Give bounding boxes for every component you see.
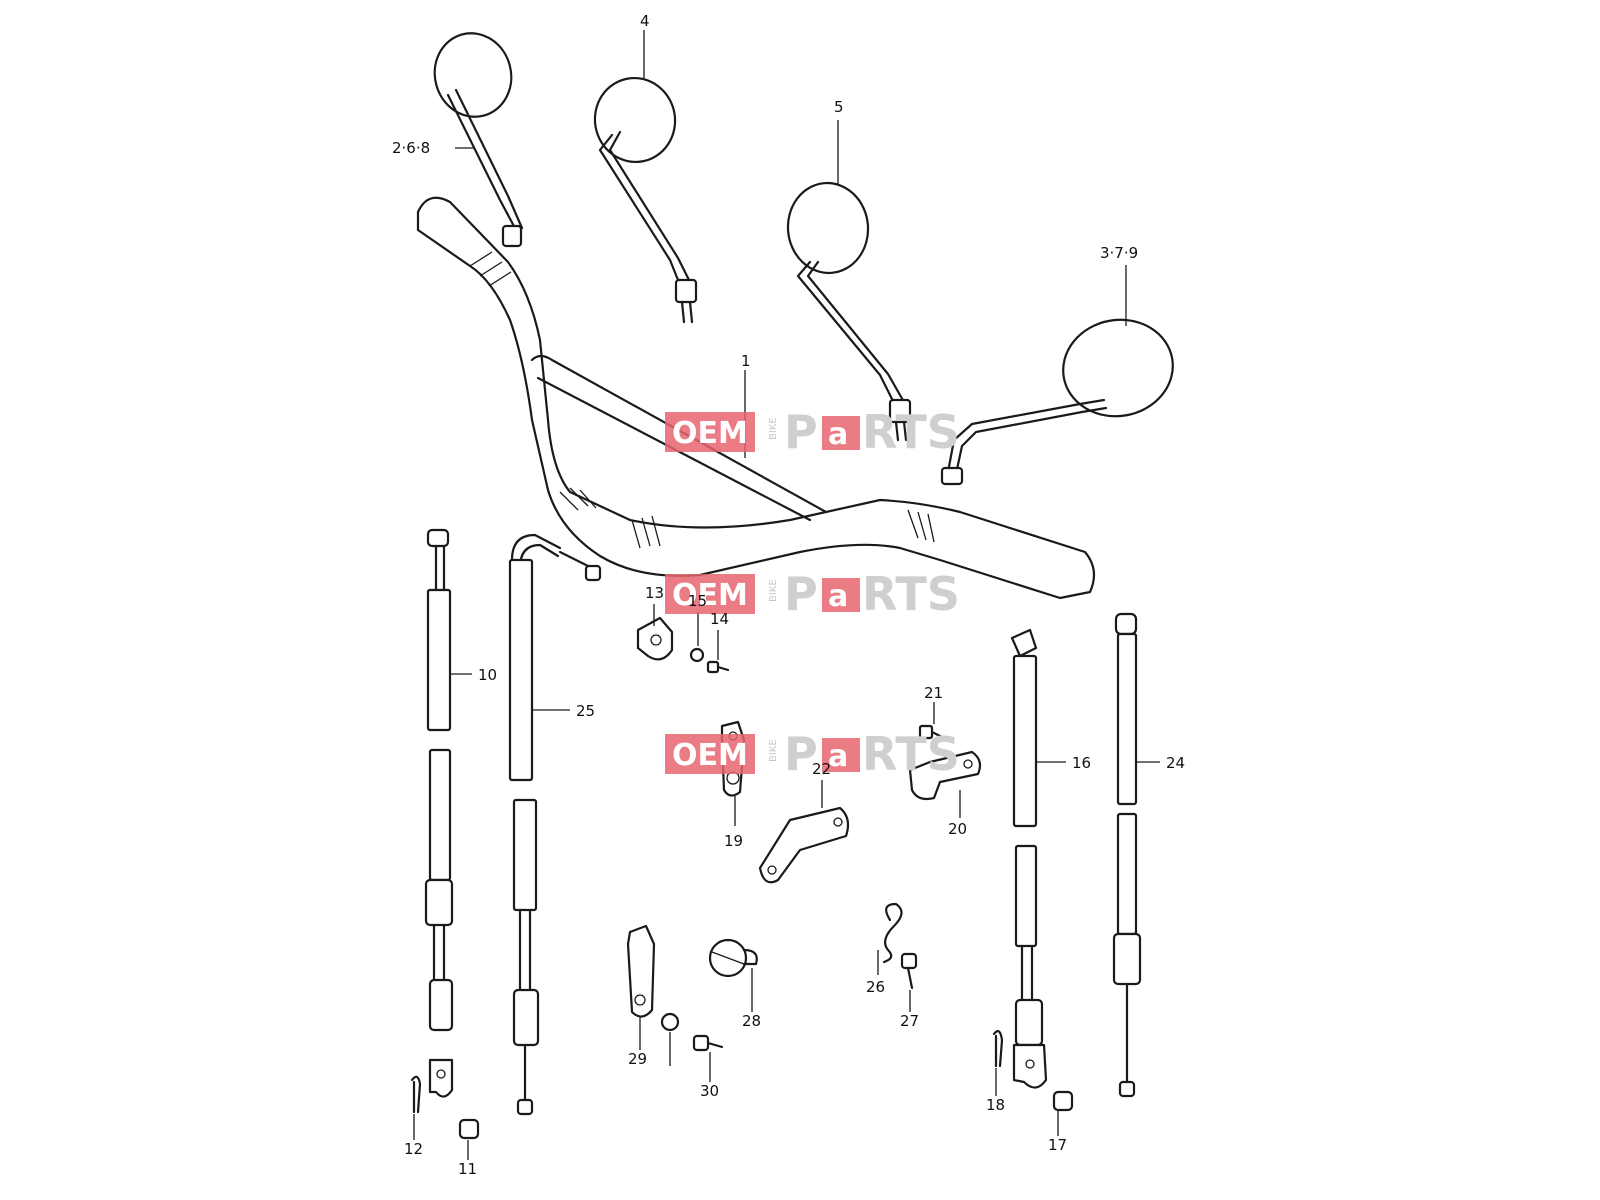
washer-15[interactable] xyxy=(689,647,705,663)
mirror-right-inner[interactable] xyxy=(784,180,912,442)
watermark-parts-a: a xyxy=(828,739,848,774)
mirror-left-outer[interactable] xyxy=(425,25,524,248)
callout-13: 13 xyxy=(645,584,664,602)
callout-16: 16 xyxy=(1072,754,1091,772)
leader-lines xyxy=(413,30,1160,1160)
callout-14: 14 xyxy=(710,610,729,628)
callout-20: 20 xyxy=(948,820,967,838)
watermark-1: OEM BIKE P a RTS xyxy=(665,405,960,459)
pin-12[interactable] xyxy=(410,1075,422,1114)
callout-19: 19 xyxy=(724,832,743,850)
callout-5: 5 xyxy=(834,98,844,116)
callout-29: 30 xyxy=(700,1082,719,1100)
callout-4: 4 xyxy=(640,12,650,30)
watermark-parts-rts: RTS xyxy=(862,727,960,781)
watermark-bike: BIKE xyxy=(768,417,779,440)
watermark-oem-box xyxy=(665,574,755,614)
cap-17[interactable] xyxy=(1052,1090,1074,1112)
watermark-a-box xyxy=(822,738,860,772)
pin-18[interactable] xyxy=(992,1030,1004,1068)
cap-11[interactable] xyxy=(458,1118,480,1140)
callout-18: 18 xyxy=(986,1096,1005,1114)
callout-labels: 2·6·8 4 5 3·7·9 1 10 25 13 15 14 21 22 1… xyxy=(392,12,1185,1178)
watermark-parts-p: P xyxy=(784,567,818,621)
clamp-13[interactable] xyxy=(636,616,674,661)
callout-25: 26 xyxy=(866,978,885,996)
cable-23[interactable] xyxy=(508,533,602,1116)
watermark-oem: OEM xyxy=(672,738,748,773)
watermark-2: OEM BIKE P a RTS xyxy=(665,567,960,621)
callout-17: 17 xyxy=(1048,1136,1067,1154)
holder-28[interactable] xyxy=(626,924,656,1018)
callout-21: 21 xyxy=(924,684,943,702)
watermark-oem: OEM xyxy=(672,416,748,451)
callout-28: 29 xyxy=(628,1050,647,1068)
watermark-parts-p: P xyxy=(784,727,818,781)
bracket-22[interactable] xyxy=(758,806,850,884)
watermark-parts-rts: RTS xyxy=(862,405,960,459)
callout-3-7-9: 3·7·9 xyxy=(1100,244,1138,262)
watermark-parts-p: P xyxy=(784,405,818,459)
callout-15: 15 xyxy=(688,592,707,610)
screw-14[interactable] xyxy=(706,660,730,674)
spring-25[interactable] xyxy=(882,902,903,964)
cable-24[interactable] xyxy=(1112,612,1142,1098)
watermark-parts-a: a xyxy=(828,417,848,452)
callout-22: 22 xyxy=(812,760,831,778)
callout-12: 12 xyxy=(404,1140,423,1158)
cable-16[interactable] xyxy=(1010,628,1048,1089)
watermark-oem-box xyxy=(665,734,755,774)
handlebar[interactable] xyxy=(416,196,1096,600)
cable-10[interactable] xyxy=(424,528,454,1098)
callout-23: 25 xyxy=(576,702,595,720)
watermark-bike: BIKE xyxy=(768,579,779,602)
watermark-bike: BIKE xyxy=(768,739,779,762)
watermark-3: OEM BIKE P a RTS xyxy=(665,727,960,781)
callout-2-6-8: 2·6·8 xyxy=(392,139,430,157)
watermark-a-box xyxy=(822,416,860,450)
mirror-left-inner[interactable] xyxy=(588,72,698,324)
mirror-right-outer[interactable] xyxy=(940,311,1180,486)
bolt-21[interactable] xyxy=(918,724,946,740)
callout-26: 27 xyxy=(900,1012,919,1030)
callout-24: 24 xyxy=(1166,754,1185,772)
clip-27[interactable] xyxy=(708,938,758,978)
callout-1: 1 xyxy=(741,352,751,370)
callout-27: 28 xyxy=(742,1012,761,1030)
callout-10: 10 xyxy=(478,666,497,684)
bracket-20[interactable] xyxy=(908,750,982,801)
washer-30[interactable] xyxy=(660,1012,680,1032)
watermark-parts-rts: RTS xyxy=(862,567,960,621)
watermark-oem: OEM xyxy=(672,578,748,613)
watermark-parts-a: a xyxy=(828,579,848,614)
watermark-oem-box xyxy=(665,412,755,452)
watermark-a-box xyxy=(822,578,860,612)
screw-29[interactable] xyxy=(692,1034,724,1052)
callout-11: 11 xyxy=(458,1160,477,1178)
screw-26[interactable] xyxy=(900,952,918,990)
